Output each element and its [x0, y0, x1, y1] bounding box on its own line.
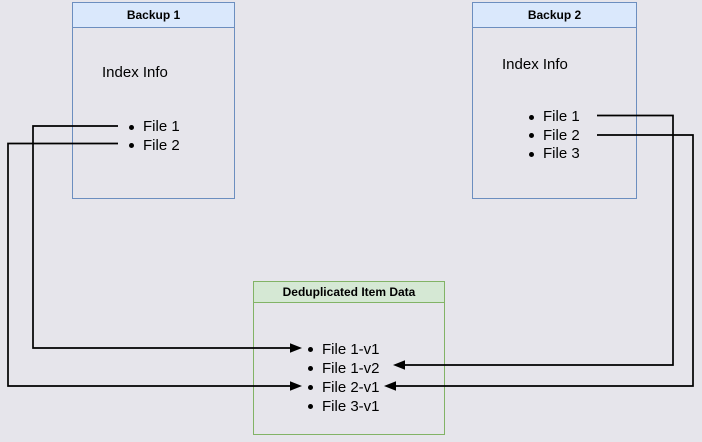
list-item: File 1	[528, 108, 580, 127]
backup1-box: Backup 1 Index Info File 1 File 2	[72, 2, 235, 199]
backup2-title: Backup 2	[473, 3, 636, 28]
list-item: File 1	[128, 118, 180, 137]
list-item: File 2	[528, 127, 580, 146]
dedup-item-list: File 1-v1 File 1-v2 File 2-v1 File 3-v1	[307, 340, 380, 416]
backup2-file-list: File 1 File 2 File 3	[528, 108, 580, 164]
list-item: File 1-v1	[307, 340, 380, 359]
backup1-title: Backup 1	[73, 3, 234, 28]
backup2-box: Backup 2 Index Info File 1 File 2 File 3	[472, 2, 637, 199]
list-item: File 1-v2	[307, 359, 380, 378]
list-item: File 2	[128, 137, 180, 156]
backup1-index-info-label: Index Info	[102, 64, 168, 81]
deduplicated-item-data-box: Deduplicated Item Data File 1-v1 File 1-…	[253, 281, 445, 435]
backup2-index-info-label: Index Info	[502, 56, 568, 73]
backup1-file-list: File 1 File 2	[128, 118, 180, 155]
list-item: File 2-v1	[307, 378, 380, 397]
list-item: File 3	[528, 145, 580, 164]
dedup-title: Deduplicated Item Data	[254, 282, 444, 303]
list-item: File 3-v1	[307, 397, 380, 416]
